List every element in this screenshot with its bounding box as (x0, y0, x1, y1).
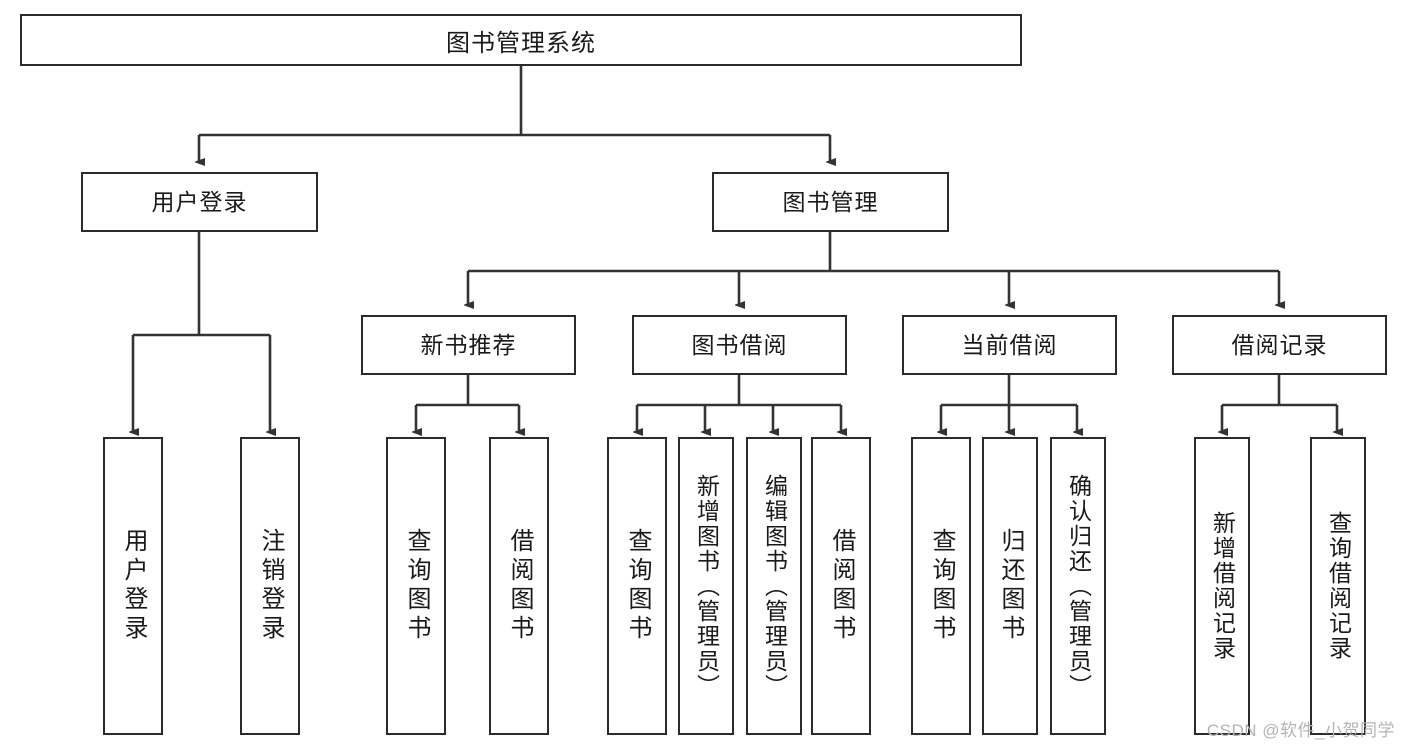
node-label: 查询借阅记录 (1325, 511, 1352, 661)
node-label: 用户登录 (120, 528, 147, 644)
leaf-user-login-logout[interactable]: 注销登录 (240, 437, 300, 735)
node-label: 注销登录 (257, 528, 284, 644)
node-label: 图书管理系统 (446, 29, 596, 57)
leaf-borrow-borrow-book[interactable]: 借阅图书 (811, 437, 871, 735)
node-label: 用户登录 (151, 188, 248, 215)
node-label: 确认归还（管理员） (1065, 473, 1092, 699)
node-label: 借阅图书 (506, 528, 533, 644)
node-borrow-record[interactable]: 借阅记录 (1172, 315, 1387, 375)
node-label: 查询图书 (928, 528, 955, 644)
node-label: 查询图书 (403, 528, 430, 644)
node-label: 编辑图书（管理员） (761, 473, 788, 699)
node-label: 图书管理 (782, 188, 879, 215)
node-label: 新增图书（管理员） (693, 473, 720, 699)
node-label: 当前借阅 (961, 331, 1058, 358)
node-user-login[interactable]: 用户登录 (81, 172, 318, 232)
leaf-new-book-query[interactable]: 查询图书 (386, 437, 446, 735)
node-label: 新书推荐 (420, 331, 517, 358)
leaf-new-book-borrow[interactable]: 借阅图书 (489, 437, 549, 735)
leaf-borrow-query-book[interactable]: 查询图书 (607, 437, 667, 735)
node-label: 图书借阅 (691, 331, 788, 358)
leaf-current-return-book[interactable]: 归还图书 (982, 437, 1038, 735)
node-label: 查询图书 (624, 528, 651, 644)
leaf-record-query-record[interactable]: 查询借阅记录 (1310, 437, 1366, 735)
leaf-borrow-edit-book-admin[interactable]: 编辑图书（管理员） (746, 437, 802, 735)
leaf-current-confirm-return-admin[interactable]: 确认归还（管理员） (1050, 437, 1106, 735)
node-root-book-management-system[interactable]: 图书管理系统 (20, 14, 1022, 66)
node-book-management[interactable]: 图书管理 (712, 172, 949, 232)
node-label: 新增借阅记录 (1209, 511, 1236, 661)
leaf-current-query-book[interactable]: 查询图书 (911, 437, 971, 735)
node-current-borrow[interactable]: 当前借阅 (902, 315, 1117, 375)
leaf-borrow-add-book-admin[interactable]: 新增图书（管理员） (678, 437, 734, 735)
node-label: 归还图书 (997, 528, 1024, 644)
leaf-user-login-login[interactable]: 用户登录 (103, 437, 163, 735)
node-new-book-recommend[interactable]: 新书推荐 (361, 315, 576, 375)
node-label: 借阅记录 (1231, 331, 1328, 358)
node-label: 借阅图书 (828, 528, 855, 644)
watermark: CSDN @软件_小贺同学 (1206, 721, 1395, 740)
leaf-record-add-record[interactable]: 新增借阅记录 (1194, 437, 1250, 735)
node-book-borrow[interactable]: 图书借阅 (632, 315, 847, 375)
